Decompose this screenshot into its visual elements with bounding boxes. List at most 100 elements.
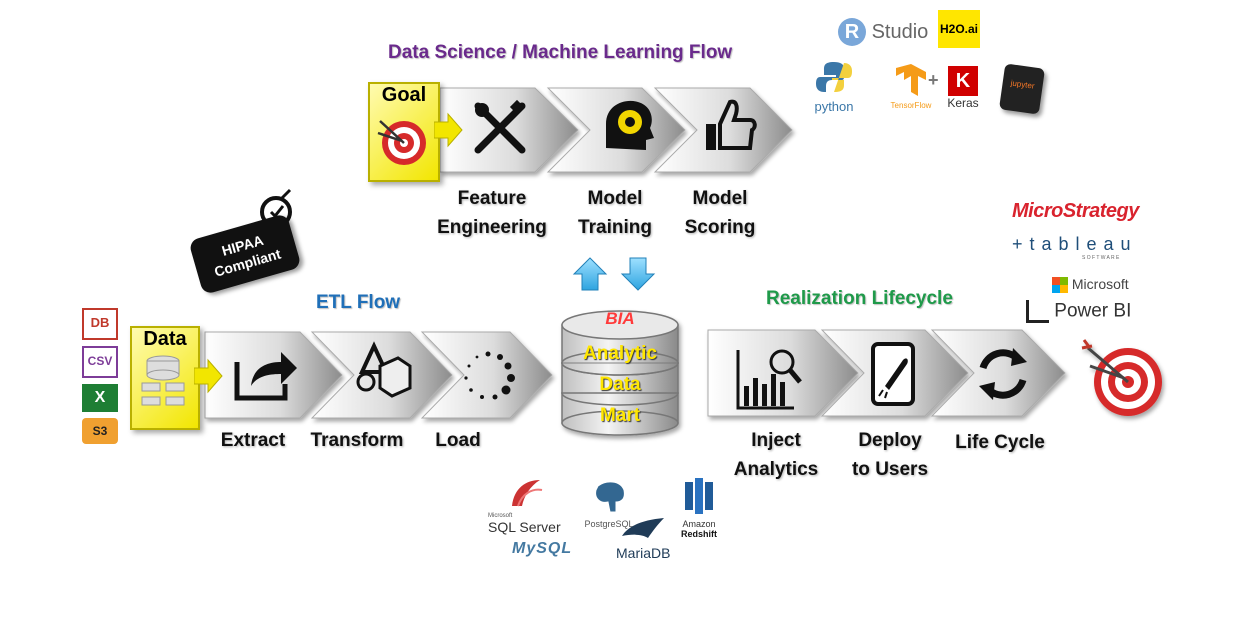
keras-text: Keras (947, 96, 979, 110)
rstudio-text: Studio (871, 21, 929, 43)
jupyter-text: jupyter (1010, 78, 1036, 91)
keras-logo: K Keras (946, 66, 980, 110)
real-step-1-line1: Inject (751, 430, 801, 451)
ds-step-1-line1: Feature (457, 188, 527, 209)
sqlserver-logo: Microsoft SQL Server (488, 478, 561, 535)
etl-chevron-3 (420, 331, 553, 419)
goal-arrow-icon (434, 112, 463, 148)
powerbi-text: Power BI (1054, 300, 1132, 322)
data-label: Data (143, 328, 187, 350)
realization-title: Realization Lifecycle (766, 288, 953, 309)
tensorflow-text: TensorFlow (890, 101, 932, 110)
ds-flow-title: Data Science / Machine Learning Flow (388, 42, 732, 64)
tensorflow-logo: TensorFlow (888, 64, 934, 110)
etl-chevrons (204, 331, 553, 419)
ds-chevrons (439, 87, 793, 173)
thumbs-up-icon (706, 99, 757, 150)
python-logo: python (808, 60, 860, 114)
mart-line2: Data (599, 374, 641, 395)
source-icons: DB CSV X S3 (82, 308, 118, 444)
microsoft-windows-icon (1052, 277, 1068, 294)
sqlserver-icon (512, 480, 543, 507)
tableau-text: + t a b l e a u (1012, 234, 1132, 254)
real-step-1-line2: Analytics (733, 459, 819, 480)
mysql-logo: MySQL (512, 540, 573, 557)
ds-chevron-3 (653, 87, 793, 173)
down-arrow-icon (620, 257, 656, 291)
real-step-3-label: Life Cycle (955, 432, 1045, 453)
s3-icon: S3 (82, 418, 118, 444)
redshift-text: Redshift (681, 529, 717, 539)
data-box: Data (130, 326, 200, 430)
jupyter-logo: jupyter (998, 63, 1046, 115)
mart-label: Analytic Data Mart (562, 338, 678, 431)
powerbi-logo: Power BI (1026, 300, 1131, 323)
real-step-2-label: Deploy to Users (834, 426, 946, 484)
goal-label: Goal (381, 84, 427, 106)
share-icon (234, 352, 297, 401)
db-file-icon: DB (82, 308, 118, 340)
etl-flow-title: ETL Flow (316, 292, 401, 313)
data-stack-icon (141, 355, 185, 406)
excel-file-icon: X (82, 384, 118, 412)
ds-step-2-line2: Training (578, 217, 652, 238)
tableau-sub-text: S O F T W A R E (1082, 255, 1120, 261)
data-arrow-icon (194, 358, 223, 394)
keras-k-mark: K (948, 66, 978, 96)
postgres-elephant-icon (595, 481, 625, 513)
shapes-icon (356, 341, 412, 398)
ds-step-3-line1: Model (692, 188, 748, 209)
real-chevron-3 (930, 329, 1066, 417)
etl-step-1-label: Extract (220, 430, 286, 451)
rstudio-logo: R Studio (838, 18, 928, 46)
mart-line3: Mart (599, 405, 641, 426)
ds-step-1-label: Feature Engineering (432, 184, 552, 242)
mart-line1: Analytic (583, 343, 657, 364)
redshift-icon (685, 478, 713, 514)
postgres-logo: PostgreSQL (584, 481, 634, 529)
data-mart-cylinder (561, 310, 679, 436)
microsoft-logo: Microsoft (1052, 276, 1129, 294)
redshift-logo: Amazon Redshift (676, 478, 722, 539)
python-text: python (814, 99, 854, 114)
mariadb-text: MariaDB (616, 545, 671, 561)
python-icon (816, 62, 852, 92)
mariadb-seal-icon (622, 518, 665, 538)
postgres-text: PostgreSQL (584, 519, 634, 529)
powerbi-icon (1026, 300, 1049, 323)
mariadb-logo: MariaDB (616, 516, 670, 561)
h2o-logo: H2O.ai (938, 10, 980, 48)
etl-step-2-label: Transform (310, 430, 404, 451)
goal-small-target-icon (377, 120, 426, 165)
etl-chevron-1 (204, 331, 343, 419)
up-arrow-icon (572, 257, 608, 291)
real-step-2-line1: Deploy (858, 430, 922, 451)
plus-sign: + (928, 70, 939, 90)
ds-step-2-line1: Model (587, 188, 643, 209)
ds-step-3-line2: Scoring (684, 217, 756, 238)
brain-icon (606, 100, 654, 150)
microsoft-text: Microsoft (1071, 276, 1129, 292)
tableau-logo: + t a b l e a u S O F T W A R E (1012, 234, 1132, 261)
tensorflow-icon (896, 64, 926, 96)
loading-icon (464, 351, 515, 400)
goal-target-icon (1081, 339, 1162, 416)
microstrategy-logo: MicroStrategy (1012, 200, 1139, 222)
cycle-icon (979, 348, 1027, 400)
csv-file-icon: CSV (82, 346, 118, 378)
tablet-rocket-icon (871, 342, 915, 406)
etl-step-3-label: Load (435, 430, 481, 451)
redshift-small-text: Amazon (682, 519, 716, 529)
rstudio-r-mark: R (838, 18, 866, 46)
ds-step-3-label: Model Scoring (668, 184, 772, 242)
bia-brand: BIA (605, 309, 635, 328)
real-step-2-line2: to Users (851, 459, 929, 480)
realization-chevrons (707, 329, 1066, 417)
sqlserver-text: SQL Server (488, 519, 561, 535)
sqlserver-small-text: Microsoft (488, 513, 513, 519)
ds-flow-title-text: Data Science / Machine Learning Flow (388, 42, 733, 63)
tools-icon (474, 99, 526, 154)
ds-step-1-line2: Engineering (437, 217, 547, 238)
ds-chevron-1 (439, 87, 579, 173)
